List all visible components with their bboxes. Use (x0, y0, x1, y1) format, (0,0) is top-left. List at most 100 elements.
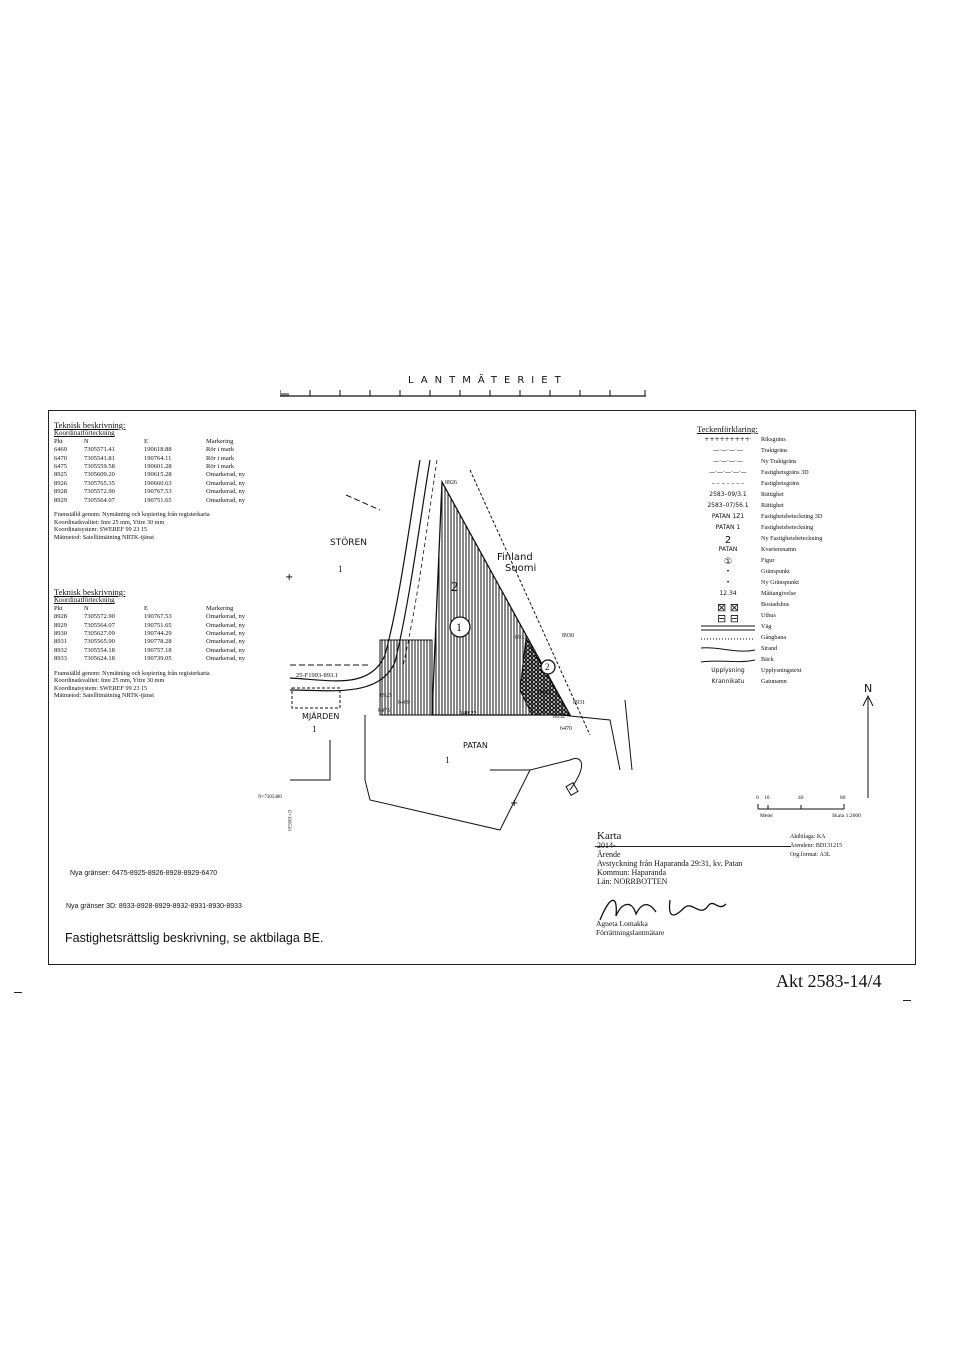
karta-arende: Ärende (597, 850, 621, 859)
legend-label: Riksgräns (761, 436, 786, 443)
cell: Rör i mark (206, 463, 235, 471)
cell: 190778.28 (144, 638, 172, 646)
col-header: Pkt (54, 604, 63, 612)
right-road-2 (624, 699, 633, 771)
coord-east-label: E=190530 (286, 810, 291, 831)
legend-symbol: 12.34 (719, 590, 737, 597)
tech1-subheading: Koordinatförteckning (54, 429, 115, 438)
meta-aktbilaga: Aktbilaga: KA (790, 834, 826, 840)
new-parcel-number: 2 (451, 580, 458, 595)
legend-heading: Teckenförklaring: (697, 424, 758, 434)
legend-label: Ny Gränspunkt (761, 579, 799, 586)
table-header-row: Pkt N E Markering (54, 605, 245, 613)
legend-stream-symbol (700, 659, 756, 663)
legend-label: Bostadshus (761, 601, 790, 608)
scale-tick-80: 80 (840, 795, 846, 801)
karta-meta: Aktbilaga: KA Ärendenr: BD131215 Org.for… (790, 833, 842, 860)
col-header: Pkt (54, 437, 63, 445)
point-8929: 8929 (538, 690, 550, 696)
cell: 190751.65 (144, 621, 172, 629)
tech2-heading: Teknisk beskrivning: (54, 587, 126, 597)
reference-label: 25-F1993-893.1 (296, 672, 339, 679)
figure-1-label: 1 (456, 620, 462, 634)
tech1-notes: Framställd genom: Nymätning och kopierin… (54, 511, 245, 541)
legend-label: Upplysningstext (761, 667, 802, 674)
header-scale-bar (280, 390, 646, 397)
legend-symbol: —·—·—·—·— (709, 469, 747, 476)
legend-label: Fastighetsgräns 3D (761, 469, 809, 476)
cell: 7305571.41 (84, 446, 115, 454)
legend-item: Bäck (697, 656, 877, 667)
legend-symbol: PATAN 1Z1 (711, 513, 745, 520)
legend-item: Strand (697, 645, 877, 656)
tech2-note-measure: Mätmetod: Satellitmätning NRTK-tjänst (54, 692, 154, 700)
cell: 7305572.90 (84, 488, 115, 496)
cell: 8931 (54, 638, 67, 646)
legend-symbol: – – – – – – – (711, 480, 745, 487)
legend-item: 2583–07/56.1 Rättighet (697, 502, 877, 513)
cell: Omarkerad, ny (206, 488, 245, 496)
grid-cross: + (285, 572, 293, 583)
hatched-strip (379, 639, 433, 716)
legend-symbol: 2583–07/56.1 (707, 502, 749, 509)
legend-symbol: ⊠ ⊠ (717, 601, 739, 614)
point-6470: 6470 (560, 726, 572, 732)
grid-cross: + (510, 798, 518, 809)
col-header: E (144, 604, 148, 612)
cell: 8925 (54, 471, 67, 479)
legend-symbol: PATAN 1 (715, 524, 741, 531)
cell: 7305564.07 (84, 496, 115, 504)
building-outline (290, 740, 331, 781)
tech2-subheading: Koordinatförteckning (54, 596, 115, 605)
legend-symbol: • (726, 579, 730, 586)
map-label-marden-number: 1 (312, 724, 317, 734)
cell: Omarkerad, ny (206, 646, 245, 654)
col-header: Markering (206, 437, 234, 445)
cell: 6470 (54, 454, 67, 462)
lower-boundary (364, 715, 582, 831)
legend-label: Väg (761, 623, 772, 630)
cell: 7305554.18 (84, 646, 115, 654)
legend-label: Rättighet (761, 491, 784, 498)
table-header-row: Pkt N E Markering (54, 438, 245, 446)
road-line-1 (289, 459, 421, 682)
cell: 190751.65 (144, 496, 172, 504)
akt-number: Akt 2583-14/4 (776, 971, 882, 991)
meta-arendenr: Ärendenr: BD131215 (790, 843, 843, 849)
legend-symbol: —·—·—·— (713, 447, 743, 454)
meta-format: Org.format: A3L (790, 852, 831, 858)
legend-item: ⊟ ⊟Uthus (697, 612, 877, 625)
tech2-notes: Framställd genom: Nymätning och kopierin… (54, 670, 245, 700)
karta-line-2: Kommun: Haparanda (597, 868, 667, 877)
cell: 190660.63 (144, 479, 172, 487)
map-scale-bar (757, 804, 845, 810)
header-title: LANTMÄTERIET (408, 375, 568, 386)
page-mark-left (14, 992, 22, 993)
legend-symbol: Krannikatu (711, 678, 745, 685)
legend-walkway-symbol (701, 638, 755, 640)
col-header: N (84, 604, 89, 612)
cell: 7305565.90 (84, 638, 115, 646)
cell: 8932 (54, 646, 67, 654)
legend-symbol: —·—·—·— (713, 458, 743, 465)
legend-label: Rättighet (761, 502, 784, 509)
cell: 7305564.07 (84, 621, 115, 629)
figure-2-label: 2 (545, 662, 550, 672)
map-label-storen: STÖREN (330, 538, 367, 548)
road-center-line (402, 459, 438, 667)
cell: 7305624.18 (84, 655, 115, 663)
cell: 8929 (54, 621, 67, 629)
tech1-note-system: Koordinatsystem: SWEREF 99 23 15 (54, 526, 148, 534)
